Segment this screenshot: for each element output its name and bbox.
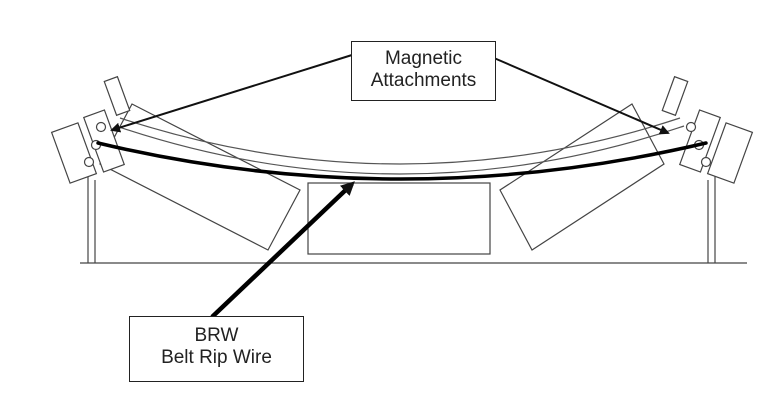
arrow-to-left-attachment bbox=[110, 54, 353, 133]
belt-rip-wire bbox=[96, 141, 708, 181]
left-wing-roller bbox=[99, 103, 301, 251]
arrow-to-rip-wire bbox=[210, 181, 355, 319]
brw-label-line2: Belt Rip Wire bbox=[161, 347, 272, 368]
brw-label-line1: BRW bbox=[194, 325, 239, 346]
magnetic-label-line1: Magnetic bbox=[384, 48, 463, 69]
belt-upper-edge bbox=[119, 117, 681, 165]
right-wing-roller bbox=[499, 103, 665, 251]
left-support bbox=[87, 175, 96, 263]
belt-rip-wire-label: BRW Belt Rip Wire bbox=[129, 316, 304, 382]
left-magnetic-attachment bbox=[50, 75, 131, 184]
center-roller bbox=[307, 182, 491, 255]
magnetic-label-line2: Attachments bbox=[370, 70, 477, 91]
right-magnetic-attachment bbox=[661, 75, 754, 184]
arrow-to-right-attachment bbox=[493, 57, 670, 135]
magnetic-attachments-label: Magnetic Attachments bbox=[351, 41, 496, 101]
right-support bbox=[707, 175, 716, 263]
belt-lower-edge bbox=[115, 125, 685, 175]
